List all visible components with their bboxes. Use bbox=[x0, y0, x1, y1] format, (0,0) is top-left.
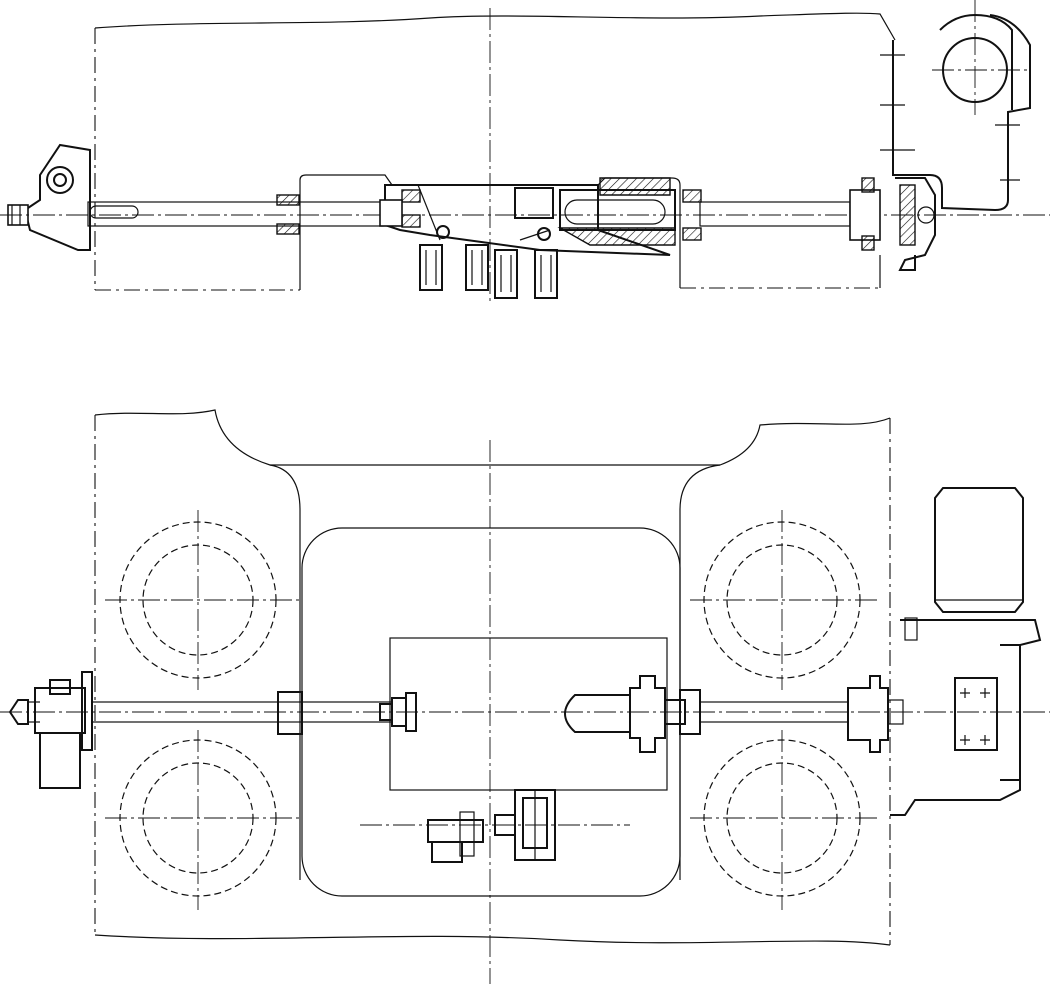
left-end-nut bbox=[8, 699, 29, 725]
right-gear-assembly bbox=[849, 177, 936, 271]
left-support-arm bbox=[39, 732, 81, 789]
lower-frame-top-left bbox=[94, 409, 891, 466]
right-nut-hatch-bottom bbox=[682, 227, 702, 241]
coupling-hatch-bottom bbox=[861, 235, 875, 251]
motor-base-bracket bbox=[890, 619, 1042, 816]
lower-bearing-cap bbox=[494, 814, 516, 836]
left-nut-hatch-bottom bbox=[276, 223, 300, 235]
right-nut-hatch-top bbox=[682, 189, 702, 203]
left-keyway bbox=[89, 205, 139, 219]
left-coupling bbox=[379, 199, 403, 227]
upper-bearing-box bbox=[514, 187, 554, 219]
left-end-bracket bbox=[23, 143, 91, 251]
sleeve-hatch-bottom bbox=[557, 227, 676, 246]
gear-icon bbox=[895, 177, 936, 271]
bearing-box-4 bbox=[534, 249, 558, 299]
bracket-side bbox=[1000, 644, 1021, 781]
left-top-cap bbox=[49, 679, 71, 695]
coupling-icon bbox=[849, 189, 881, 241]
right-plan-collar bbox=[664, 699, 686, 725]
right-plan-screw-end bbox=[564, 694, 631, 733]
left-end-fitting bbox=[8, 671, 93, 789]
gearbox-bolts bbox=[960, 688, 990, 745]
left-pin-outer bbox=[46, 166, 74, 194]
lower-bearing-group bbox=[427, 789, 556, 863]
left-plan-disc bbox=[405, 692, 417, 732]
left-nut-hatch-top bbox=[276, 194, 300, 206]
lower-bracket-top bbox=[427, 819, 484, 843]
wedge-hatch-2 bbox=[401, 214, 421, 228]
wheel-top-left bbox=[105, 510, 300, 690]
bearing-box-2 bbox=[465, 244, 489, 291]
bearing-assembly-left bbox=[419, 225, 489, 291]
wedge-line-2 bbox=[519, 229, 551, 241]
gearbox-plate bbox=[954, 677, 998, 751]
left-pin-inner bbox=[53, 173, 67, 187]
upper-frame-top-edge bbox=[94, 12, 896, 41]
left-flange bbox=[81, 671, 93, 751]
right-plan-nut-housing bbox=[629, 675, 666, 753]
bearing-icon bbox=[419, 244, 443, 291]
lower-bracket-pin bbox=[459, 811, 475, 857]
gear-nut bbox=[917, 206, 935, 224]
plan-view bbox=[0, 409, 1050, 984]
elevation-view bbox=[0, 0, 1050, 305]
motor-plan bbox=[890, 487, 1042, 816]
lower-frame-bottom bbox=[94, 934, 891, 946]
link-pin-right bbox=[537, 227, 551, 241]
motor-icon bbox=[934, 487, 1024, 613]
central-block-plan bbox=[389, 637, 668, 791]
wheel-bottom-left bbox=[105, 730, 300, 910]
right-screw-end bbox=[564, 199, 666, 225]
motor-flange bbox=[939, 13, 1013, 110]
right-web bbox=[679, 464, 721, 880]
coupling-hatch-top bbox=[861, 177, 875, 193]
motor-bracket bbox=[892, 14, 1031, 212]
link-pin-left bbox=[436, 225, 450, 239]
wheel-top-right bbox=[690, 510, 880, 690]
right-housing-block bbox=[597, 177, 681, 288]
right-plan-stub bbox=[887, 699, 904, 725]
lower-bracket-foot bbox=[431, 841, 463, 863]
sleeve-hatch-top bbox=[599, 177, 671, 196]
wedge-hatch-1 bbox=[401, 189, 421, 203]
bearing-box-3 bbox=[494, 249, 518, 299]
right-screw-shaft bbox=[699, 201, 851, 227]
left-plan-nut bbox=[277, 691, 303, 735]
bearing-assembly-right bbox=[494, 187, 558, 299]
gear-hatch bbox=[899, 184, 916, 246]
bracket-tab bbox=[904, 617, 918, 641]
left-web bbox=[269, 464, 301, 880]
left-housing-block bbox=[299, 174, 393, 290]
right-plan-gear-coupling bbox=[847, 675, 889, 753]
wheel-bottom-right bbox=[690, 730, 880, 910]
